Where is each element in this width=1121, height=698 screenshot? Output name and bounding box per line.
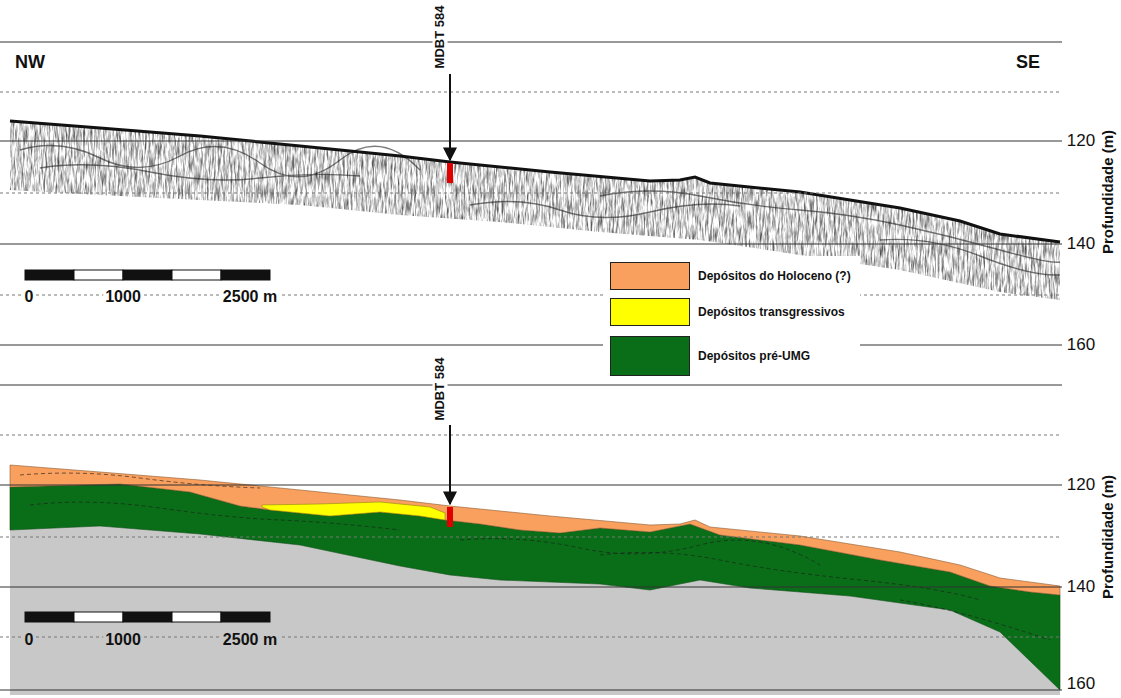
depth-tick: 140: [1065, 577, 1097, 597]
depth-grid: [0, 42, 1062, 345]
internal-reflectors: [20, 473, 1050, 640]
legend-entry: Depósitos transgressivos: [610, 298, 845, 326]
depth-grid: [0, 385, 1062, 690]
depth-tick: 160: [1065, 335, 1097, 355]
core-label: MDBT 584: [433, 4, 448, 71]
scale-value: 1000: [103, 631, 143, 649]
scale-bar: [25, 612, 270, 622]
legend-entry: Depósitos pré-UMG: [610, 336, 811, 376]
seafloor-reflector: [10, 121, 1060, 242]
direction-label: SE: [1014, 52, 1042, 73]
depth-tick: 120: [1065, 475, 1097, 495]
direction-label: NW: [13, 52, 47, 73]
legend-swatch: [610, 336, 690, 376]
legend-text: Depósitos transgressivos: [698, 305, 845, 319]
scale-value: 0: [23, 631, 36, 649]
depth-tick: 160: [1065, 674, 1097, 694]
axis-title: Profundidade (m): [1099, 473, 1116, 601]
legend-box: Depósitos do Holoceno (?) Depósitos trans…: [603, 256, 860, 380]
axis-title: Profundidade (m): [1099, 128, 1116, 256]
legend-text: Depósitos pré-UMG: [698, 349, 810, 363]
scale-value: 0: [23, 288, 36, 306]
scale-value: 1000: [103, 288, 143, 306]
legend-text: Depósitos do Holoceno (?): [698, 269, 851, 283]
scale-bar: [25, 270, 270, 280]
transgressive-area: [262, 502, 445, 520]
depth-tick: 120: [1065, 131, 1097, 151]
depth-tick: 140: [1065, 234, 1097, 254]
scale-value: 2500 m: [221, 631, 279, 649]
legend-entry: Depósitos do Holoceno (?): [610, 262, 851, 290]
core-marker: [447, 425, 453, 527]
scale-value: 2500 m: [221, 288, 279, 306]
core-marker: [447, 74, 453, 183]
legend-swatch: [610, 298, 690, 326]
core-label: MDBT 584: [433, 356, 448, 423]
seismic-texture: [10, 121, 1060, 300]
legend-swatch: [610, 262, 690, 290]
